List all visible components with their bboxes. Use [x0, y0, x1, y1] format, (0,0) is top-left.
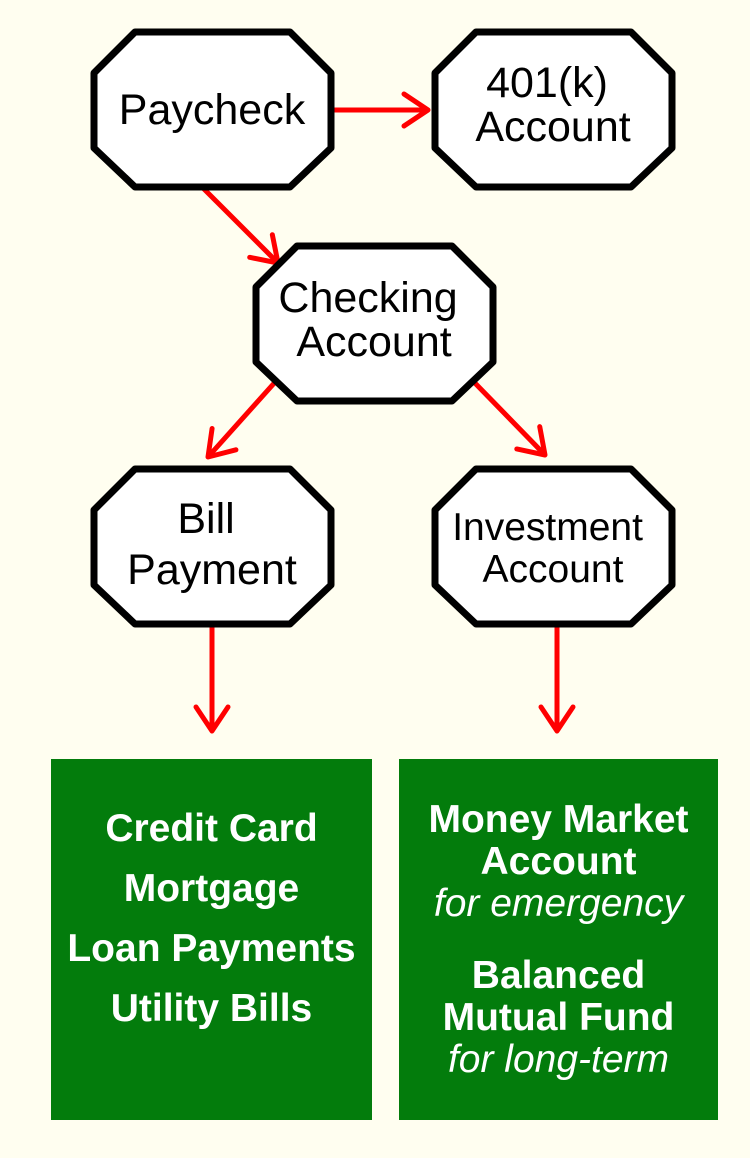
- node-bill-payment-shape: [90, 465, 335, 628]
- money-market-title-2: Account: [480, 840, 637, 883]
- bills-box: Credit Card Mortgage Loan Payments Utili…: [51, 759, 372, 1120]
- node-checking-label: Checking Account: [278, 274, 469, 366]
- mutual-fund-group: Balanced Mutual Fund for long-term: [399, 955, 718, 1081]
- node-investment-label: Investment Account: [452, 506, 654, 591]
- money-market-title-1: Money Market: [428, 798, 689, 841]
- money-market-group: Money Market Account for emergency: [399, 799, 718, 925]
- bills-item-utility-bills: Utility Bills: [110, 987, 313, 1030]
- bills-item-credit-card: Credit Card: [105, 807, 318, 850]
- arrows: [193, 91, 576, 734]
- node-paycheck: Paycheck: [90, 28, 335, 191]
- bills-item-mortgage: Mortgage: [123, 867, 300, 910]
- node-bill-payment-label: Bill Payment: [127, 495, 297, 594]
- investment-box: Money Market Account for emergency Balan…: [399, 759, 718, 1120]
- node-paycheck-shape: [90, 28, 335, 191]
- node-checking: Checking Account: [252, 242, 497, 405]
- node-401k: 401(k) Account: [431, 28, 676, 191]
- node-investment: Investment Account: [431, 465, 676, 628]
- node-401k-label: 401(k) Account: [475, 59, 630, 151]
- mutual-fund-note: for long-term: [447, 1038, 670, 1081]
- arrow-checking-to-bill-payment: [205, 378, 279, 460]
- arrow-paycheck-to-checking: [201, 186, 281, 266]
- arrow-checking-to-investment: [470, 378, 548, 458]
- node-401k-shape: [431, 28, 676, 191]
- node-bill-payment: Bill Payment: [90, 465, 335, 628]
- mutual-fund-title-2: Mutual Fund: [442, 996, 675, 1039]
- node-checking-shape: [252, 242, 497, 405]
- money-market-note: for emergency: [433, 882, 684, 925]
- mutual-fund-title-1: Balanced: [471, 954, 646, 997]
- node-paycheck-label: Paycheck: [119, 86, 306, 134]
- bills-item-loan-payments: Loan Payments: [67, 927, 356, 970]
- node-investment-shape: [431, 465, 676, 628]
